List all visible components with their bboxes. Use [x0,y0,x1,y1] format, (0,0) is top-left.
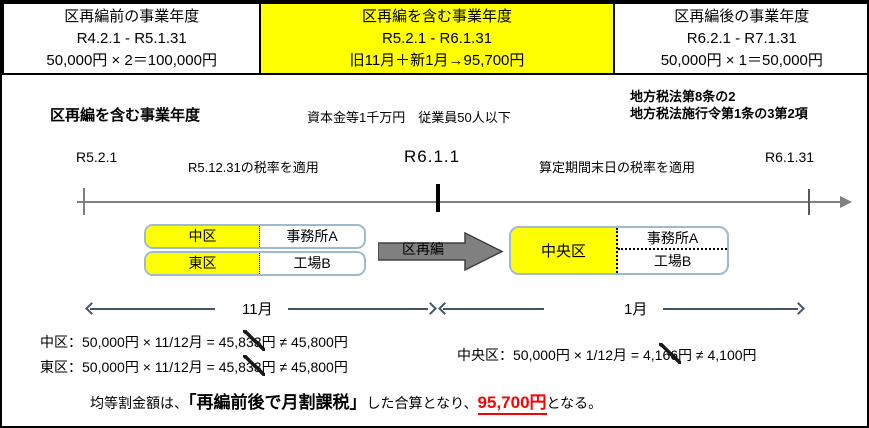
formula-text: 円 ≠ 45,800円 [261,359,348,375]
ward-site-office-a: 事務所A [286,228,338,244]
period-box-current: 区再編を含む事業年度 R5.2.1 - R6.1.31 旧11月＋新1月→95,… [259,2,615,75]
timeline-tick-start [83,188,85,215]
law-reference-line2: 地方税法施行令第1条の3第2項 [630,106,808,121]
timeline-label-reorg-date: R6.1.1 [404,147,461,166]
struck-digits: 33 [243,330,265,351]
arrow-right-icon [792,302,805,315]
summary-lead: 均等割金額は、 [90,395,188,411]
summary-mid: した合算となり、 [366,395,478,411]
period-box-before: 区再編前の事業年度 R4.2.1 - R5.1.31 50,000円 × 2＝1… [2,2,262,75]
law-reference: 地方税法第8条の2 地方税法施行令第1条の3第2項 [630,88,808,122]
period-box-after-title: 区再編後の事業年度 [674,7,810,25]
ward-row-naka: 中区 事務所A [144,224,366,249]
span-line [443,308,544,310]
month-span-old-label: 11月 [242,301,273,318]
conditions-note: 資本金等1千万円 従業員50人以下 [307,110,511,125]
reorg-arrow-label: 区再編 [402,241,444,257]
summary-emphasis: 「再編前後で月割課税」 [188,393,367,412]
formula-text: 中央区：50,000円 × 1/12月 = 4,1 [457,347,663,363]
ward-after-site-factory-b: 工場B [653,253,692,269]
period-box-before-title: 区再編前の事業年度 [64,7,200,25]
ward-after-sites: 事務所A 工場B [618,228,727,273]
struck-digits: 33 [243,355,265,376]
formula-text: 東区：50,000円 × 11/12月 = 45,8 [40,359,246,375]
formula-text: 中区：50,000円 × 11/12月 = 45,8 [40,334,246,350]
timeline-tick-end [808,189,810,215]
month-span-new-label: 1月 [624,301,648,318]
ward-after-site-office-a: 事務所A [618,228,727,250]
period-box-after-range: R6.2.1 - R7.1.31 [686,29,797,47]
ward-name-naka: 中区 [146,226,260,247]
ward-after-table: 中央区 事務所A 工場B [509,226,729,275]
struck-digits: 66 [659,343,681,364]
span-line [288,308,428,310]
arrow-right-icon [424,302,437,315]
section-title: 区再編を含む事業年度 [50,107,201,124]
ward-name-higashi: 東区 [146,253,260,274]
span-line [90,308,215,310]
timeline-arrowhead-icon [840,196,852,208]
header-row: 区再編前の事業年度 R4.2.1 - R5.1.31 50,000円 × 2＝1… [2,2,867,75]
period-box-before-range: R4.2.1 - R5.1.31 [76,29,187,47]
timeline-line [77,201,841,203]
summary-tail: となる。 [546,395,603,411]
timeline-tick-reorg-date [436,184,440,212]
period-box-after-calc: 50,000円 × 1＝50,000円 [660,51,823,69]
ward-site-factory-b: 工場B [293,255,331,271]
formula-chuo-ward: 中央区：50,000円 × 1/12月 = 4,166円 ≠ 4,100円 [457,343,757,365]
timeline-note-new-rate: 算定期間末日の税率を適用 [539,160,696,175]
period-box-after: 区再編後の事業年度 R6.2.1 - R7.1.31 50,000円 × 1＝5… [612,2,867,75]
summary-total-amount: 95,700円 [477,393,547,415]
formula-naka-ward: 中区：50,000円 × 11/12月 = 45,833円 ≠ 45,800円 [40,330,348,352]
timeline-note-old-rate: R5.12.31の税率を適用 [188,160,319,175]
period-box-current-range: R5.2.1 - R6.1.31 [381,29,493,47]
timeline-label-end: R6.1.31 [765,149,815,165]
formula-higashi-ward: 東区：50,000円 × 11/12月 = 45,833円 ≠ 45,800円 [40,355,348,377]
period-box-before-calc: 50,000円 × 2＝100,000円 [46,51,217,69]
span-line [663,308,798,310]
month-span-new: 1月 [438,298,805,320]
reorg-block-arrow-icon [377,231,504,272]
law-reference-line1: 地方税法第8条の2 [630,89,736,104]
timeline-label-start: R5.2.1 [76,149,118,165]
month-span-old: 11月 [85,298,437,320]
summary-sentence: 均等割金額は、「再編前後で月割課税」した合算となり、95,700円となる。 [90,388,860,415]
period-box-current-calc: 旧11月＋新1月→95,700円 [349,51,525,69]
ward-name-chuo: 中央区 [511,228,618,273]
formula-text: 円 ≠ 45,800円 [261,334,348,350]
formula-text: 円 ≠ 4,100円 [678,347,757,363]
ward-row-higashi: 東区 工場B [144,251,366,276]
wards-before-table: 中区 事務所A 東区 工場B [144,224,366,278]
period-box-current-title: 区再編を含む事業年度 [361,7,512,25]
